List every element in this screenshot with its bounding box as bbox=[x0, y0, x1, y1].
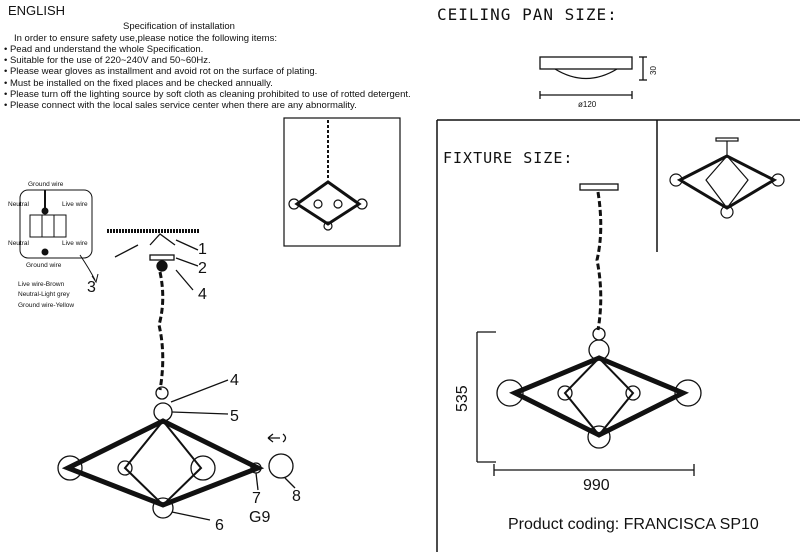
fixture-thumbnail bbox=[288, 120, 368, 231]
preview-box bbox=[283, 117, 401, 247]
pan-diameter: ø120 bbox=[578, 100, 597, 109]
safety-item: Suitable for the use of 220~240V and 50~… bbox=[4, 55, 411, 66]
safety-item: Please wear gloves as installment and av… bbox=[4, 66, 411, 77]
wire-label: Live wire bbox=[62, 240, 88, 247]
safety-item: Pead and understand the whole Specificat… bbox=[4, 44, 411, 55]
part-label: 7 bbox=[252, 490, 261, 507]
ceiling-pan-title: CEILING PAN SIZE: bbox=[437, 5, 618, 24]
language-label: ENGLISH bbox=[8, 3, 66, 18]
part-label: 8 bbox=[292, 488, 301, 505]
part-label: 3 bbox=[87, 279, 96, 296]
safety-item: Please turn off the lighting source by s… bbox=[4, 89, 411, 100]
part-label: 4 bbox=[230, 372, 239, 389]
ceiling-pan-drawing bbox=[539, 56, 647, 99]
intro-text: In order to ensure safety use,please not… bbox=[14, 33, 277, 44]
spec-title: Specification of installation bbox=[123, 21, 235, 32]
part-label: 5 bbox=[230, 408, 239, 425]
bulb-type: G9 bbox=[249, 509, 270, 526]
wire-color: Ground wire-Yellow bbox=[18, 302, 74, 309]
part-label: 1 bbox=[198, 241, 207, 258]
wire-color: Live wire-Brown bbox=[18, 281, 65, 288]
wire-label: Ground wire bbox=[26, 262, 62, 269]
wire-color: Neutral-Light grey bbox=[18, 291, 70, 298]
wiring-diagram bbox=[19, 189, 99, 284]
fixture-width: 990 bbox=[583, 477, 610, 494]
fixture-size-title: FIXTURE SIZE: bbox=[443, 149, 574, 167]
product-coding: Product coding: FRANCISCA SP10 bbox=[508, 516, 759, 533]
fixture-height: 535 bbox=[454, 385, 471, 412]
safety-item: Please connect with the local sales serv… bbox=[4, 100, 411, 111]
part-label: 4 bbox=[198, 286, 207, 303]
part-label: 2 bbox=[198, 260, 207, 277]
safety-list: Pead and understand the whole Specificat… bbox=[4, 44, 411, 111]
wire-label: Neutral bbox=[8, 240, 30, 247]
wire-label: Ground wire bbox=[28, 181, 64, 188]
exploded-fixture bbox=[57, 229, 296, 521]
safety-item: Must be installed on the fixed places an… bbox=[4, 78, 411, 89]
wire-label: Neutral bbox=[8, 201, 30, 208]
fixture-thumbnail-right bbox=[669, 137, 785, 219]
fixture-size-drawing bbox=[476, 183, 702, 476]
wire-label: Live wire bbox=[62, 201, 88, 208]
part-label: 6 bbox=[215, 517, 224, 534]
pan-height: 30 bbox=[649, 66, 658, 75]
